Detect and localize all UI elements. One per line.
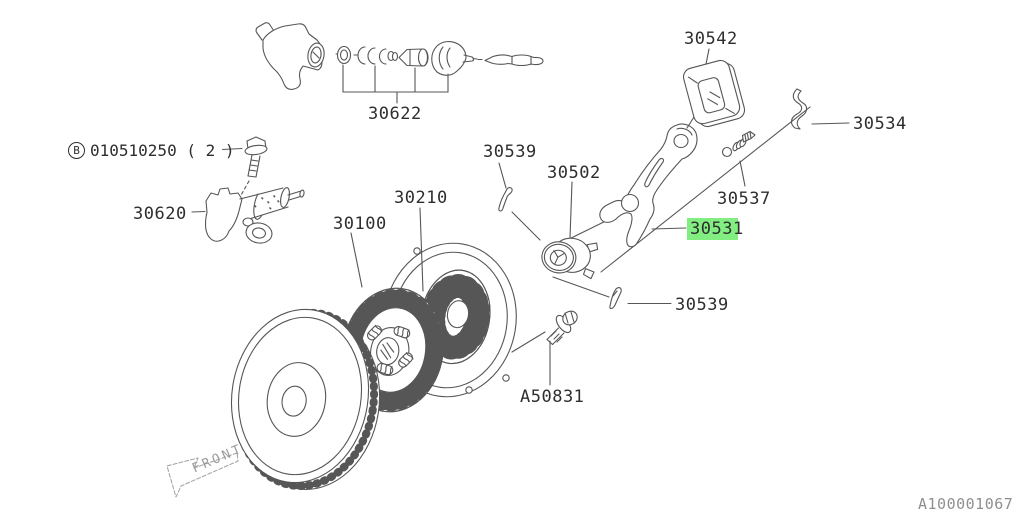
part-label-30210[interactable]: 30210 bbox=[394, 188, 448, 208]
retaining-spring-upper-drawing bbox=[498, 187, 513, 212]
bolt-b-drawing bbox=[239, 136, 268, 198]
part-label-30542[interactable]: 30542 bbox=[684, 29, 738, 49]
release-bearing-drawing bbox=[541, 237, 599, 280]
retaining-spring-lower-drawing bbox=[609, 287, 622, 310]
part-label-30539-upper[interactable]: 30539 bbox=[483, 142, 537, 162]
part-label-bolt-b[interactable]: B 010510250 ( 2 ) bbox=[68, 141, 235, 160]
part-label-30100[interactable]: 30100 bbox=[333, 214, 387, 234]
part-label-30537[interactable]: 30537 bbox=[717, 189, 771, 209]
release-fork-drawing bbox=[599, 123, 698, 248]
bolt-b-number: 010510250 ( 2 ) bbox=[90, 141, 235, 160]
boot-drawing bbox=[682, 59, 746, 128]
part-label-30622[interactable]: 30622 bbox=[368, 104, 422, 124]
pivot-pin-drawing bbox=[721, 130, 756, 158]
release-cylinder-drawing bbox=[204, 187, 305, 244]
flywheel-drawing bbox=[230, 308, 381, 490]
part-label-a50831[interactable]: A50831 bbox=[520, 387, 585, 407]
clip-drawing bbox=[790, 88, 808, 130]
drawing-code: A100001067 bbox=[918, 495, 1014, 511]
part-label-30534[interactable]: 30534 bbox=[853, 114, 907, 134]
leader-lines bbox=[191, 48, 850, 305]
front-direction-arrow bbox=[166, 452, 239, 498]
part-label-30502[interactable]: 30502 bbox=[547, 163, 601, 183]
bolt-a50831-drawing bbox=[511, 310, 578, 386]
highlighted-part-number: 30531 bbox=[687, 218, 748, 240]
part-label-30620[interactable]: 30620 bbox=[133, 204, 187, 224]
part-label-30539-lower[interactable]: 30539 bbox=[675, 295, 729, 315]
part-label-30531-highlighted[interactable]: 30531 bbox=[687, 218, 748, 240]
slave-cylinder-kit-drawing bbox=[255, 22, 544, 104]
circle-b-marker: B bbox=[68, 142, 85, 159]
